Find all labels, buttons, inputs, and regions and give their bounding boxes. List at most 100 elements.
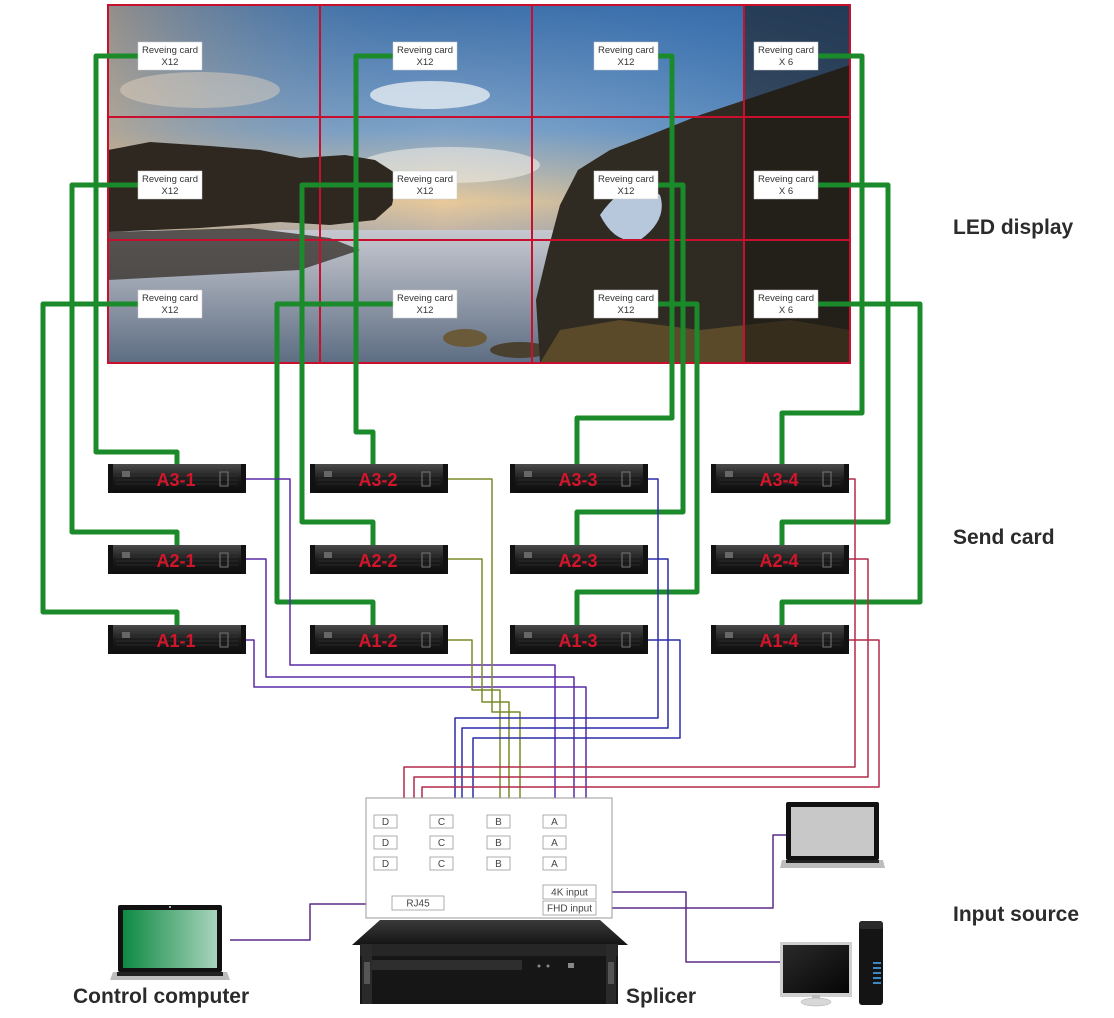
receiving-card-box bbox=[593, 289, 659, 319]
receiving-card-count: X 6 bbox=[779, 305, 793, 316]
send-card-ear-left bbox=[711, 464, 716, 493]
splicer-port-d: D bbox=[373, 814, 398, 829]
control-computer-label: Control computer bbox=[73, 985, 250, 1008]
send-card-port bbox=[822, 552, 832, 568]
receiving-card-box bbox=[593, 170, 659, 200]
splicer-port-label: A bbox=[551, 859, 558, 870]
send-card-led bbox=[324, 552, 332, 558]
receiving-card-title: Reveing card bbox=[397, 293, 453, 304]
send-card-chassis bbox=[711, 625, 849, 654]
splicer-port-box bbox=[373, 814, 398, 829]
splicer-port-label: B bbox=[495, 838, 502, 849]
input-laptop bbox=[780, 802, 885, 868]
splicer-port-box bbox=[429, 835, 454, 850]
splicer-port-b: B bbox=[486, 814, 511, 829]
network-cable bbox=[574, 53, 675, 467]
port-d-wire bbox=[403, 478, 856, 820]
send-card-label: A1-2 bbox=[358, 631, 397, 651]
send-card-chassis bbox=[310, 464, 448, 493]
send-card-port bbox=[219, 632, 229, 648]
send-card-ear-right bbox=[241, 464, 246, 493]
receiving-card-count: X12 bbox=[162, 305, 179, 316]
splicer-port-box bbox=[429, 814, 454, 829]
receiving-card-count: X12 bbox=[417, 305, 434, 316]
receiving-card-title: Reveing card bbox=[142, 45, 198, 56]
splicer-device bbox=[352, 920, 628, 1004]
splicer-port-b: B bbox=[486, 856, 511, 871]
send-card-ear-left bbox=[510, 464, 515, 493]
send-card-label: Send card bbox=[953, 526, 1055, 549]
send-card-led bbox=[122, 632, 130, 638]
send-card-ear-left bbox=[711, 545, 716, 574]
send-card-a3-4: A3-4 bbox=[711, 464, 849, 493]
receiving-card-count: X12 bbox=[618, 186, 635, 197]
send-card-port bbox=[621, 552, 631, 568]
splicer-port-a: A bbox=[542, 835, 567, 850]
send-card-ear-left bbox=[510, 625, 515, 654]
send-card-chassis bbox=[108, 545, 246, 574]
send-card-ear-right bbox=[241, 545, 246, 574]
input-source-label: Input source bbox=[953, 903, 1080, 926]
send-card-ear-left bbox=[108, 464, 113, 493]
input-4k-port-box bbox=[542, 884, 597, 900]
send-card-ear-right bbox=[643, 545, 648, 574]
desktop-input-cable bbox=[596, 891, 780, 963]
send-card-label: A2-4 bbox=[759, 551, 798, 571]
send-card-port bbox=[219, 552, 229, 568]
receiving-card-title: Reveing card bbox=[397, 45, 453, 56]
send-card-port bbox=[421, 471, 431, 487]
splicer-port-label: C bbox=[438, 817, 445, 828]
receiving-card-box bbox=[753, 289, 819, 319]
splicer-port-box bbox=[429, 856, 454, 871]
send-card-led bbox=[524, 632, 532, 638]
send-card-ear-right bbox=[443, 545, 448, 574]
splicer-port-d: D bbox=[373, 835, 398, 850]
receiving-card-box bbox=[392, 41, 458, 71]
send-card-a2-4: A2-4 bbox=[711, 545, 849, 574]
receiving-card-title: Reveing card bbox=[598, 174, 654, 185]
splicer-port-box bbox=[486, 814, 511, 829]
send-card-led bbox=[524, 552, 532, 558]
splicer-port-label: C bbox=[438, 859, 445, 870]
input-4k-port: 4K input bbox=[542, 884, 597, 900]
send-card-a3-1: A3-1 bbox=[108, 464, 246, 493]
splicer-port-d: D bbox=[373, 856, 398, 871]
network-cables bbox=[40, 53, 923, 628]
send-card-led bbox=[122, 552, 130, 558]
splicer-port-label: D bbox=[382, 838, 389, 849]
splicer-port-c: C bbox=[429, 856, 454, 871]
send-card-chassis bbox=[510, 545, 648, 574]
send-card-chassis bbox=[108, 464, 246, 493]
receiving-card-box bbox=[392, 170, 458, 200]
send-card-a1-1: A1-1 bbox=[108, 625, 246, 654]
send-card-ear-right bbox=[844, 464, 849, 493]
send-card-a1-4: A1-4 bbox=[711, 625, 849, 654]
send-card-port bbox=[621, 471, 631, 487]
receiving-card-box bbox=[137, 170, 203, 200]
send-card-ear-right bbox=[241, 625, 246, 654]
receiving-card-title: Reveing card bbox=[758, 45, 814, 56]
send-card-ear-left bbox=[310, 545, 315, 574]
splicer-port-box bbox=[542, 835, 567, 850]
send-card-port bbox=[421, 632, 431, 648]
splicer-port-label: A bbox=[551, 838, 558, 849]
send-card-ear-left bbox=[310, 625, 315, 654]
send-card-label: A2-2 bbox=[358, 551, 397, 571]
rj45-port-box bbox=[391, 895, 445, 911]
splicer-port-box bbox=[373, 856, 398, 871]
port-a-wire bbox=[246, 558, 575, 842]
splicer-port-label: B bbox=[495, 859, 502, 870]
send-card-ear-right bbox=[844, 625, 849, 654]
send-card-label: A1-4 bbox=[759, 631, 798, 651]
send-card-port bbox=[421, 552, 431, 568]
splicer-port-box bbox=[542, 814, 567, 829]
send-card-ear-left bbox=[108, 545, 113, 574]
